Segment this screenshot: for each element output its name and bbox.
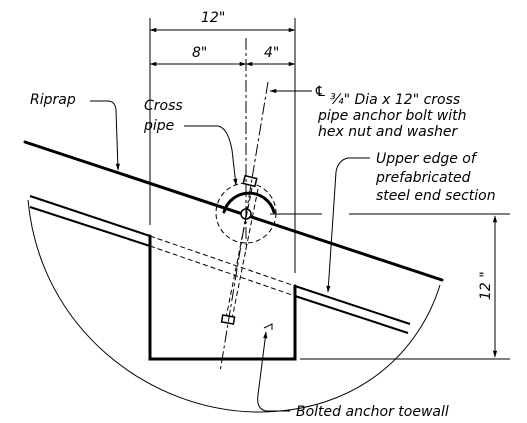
end-section-edge-lower-right (294, 295, 409, 334)
bolt-label-line1: ¾" Dia x 12" cross (330, 92, 460, 108)
hex-nut (242, 174, 258, 188)
cross-pipe-label-line2: pipe (143, 118, 174, 134)
riprap-surface-line (23, 140, 444, 282)
toewall-tick (263, 323, 273, 330)
end-section-edge-upper-left (29, 195, 151, 237)
toewall-leader (257, 331, 290, 412)
bolt-label-line2: pipe anchor bolt with (317, 108, 467, 124)
anchor-bolt-left (225, 187, 253, 319)
bolt-label-line3: hex nut and washer (318, 124, 459, 140)
anchor-toewall-outline (148, 234, 297, 361)
upper-edge-leader (326, 157, 370, 293)
bolt-centerline (219, 81, 269, 373)
riprap-leader (90, 100, 120, 171)
anchor-bolt-right (231, 188, 259, 320)
bolt-end-nut (220, 314, 236, 325)
cross-pipe-hidden-circle (215, 182, 277, 244)
upper-edge-label-line1: Upper edge of (376, 151, 478, 167)
upper-edge-label-line2: prefabricated (375, 170, 471, 186)
cross-pipe-leader (184, 125, 238, 186)
detail-circle-arc (27, 199, 441, 413)
toewall-label: Bolted anchor toewall (296, 404, 449, 420)
dimension-12in-label: 12" (201, 10, 225, 26)
bolt-centerline-symbol: ℄ (314, 84, 327, 100)
hidden-line-lower (149, 245, 296, 297)
riprap-label: Riprap (30, 92, 76, 108)
hidden-line-upper (149, 235, 296, 287)
dimension-height-label: 12 " (478, 271, 494, 300)
cross-pipe-arc (222, 191, 276, 214)
dimension-8in-label: 8" (192, 45, 207, 61)
dimension-4in-label: 4" (264, 45, 279, 61)
upper-edge-label-line3: steel end section (376, 188, 496, 204)
end-section-edge-lower-left (29, 206, 151, 247)
cross-pipe-label-line1: Cross (144, 98, 183, 114)
end-section-edge-upper-right (294, 285, 411, 325)
